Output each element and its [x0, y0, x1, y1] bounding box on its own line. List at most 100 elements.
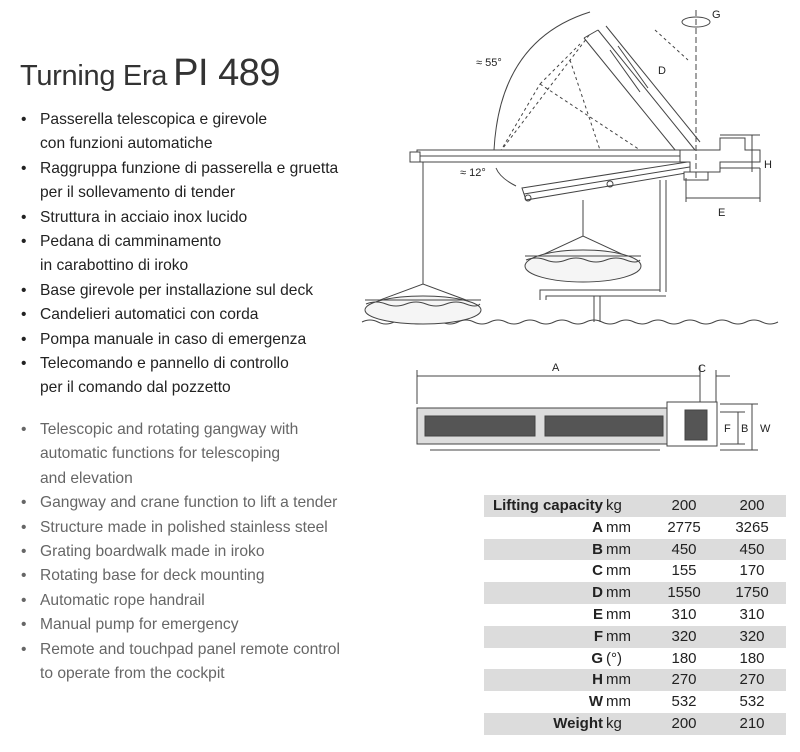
feature-it-item: Candelieri automatici con corda	[18, 303, 358, 327]
feature-en-item: Telescopic and rotating gangway with	[18, 418, 358, 442]
technical-diagram: ≈ 55° ≈ 12° G D H E A C F B W	[361, 9, 779, 451]
spec-row: W mm 532 532	[484, 691, 786, 713]
feature-it-item: per il sollevamento di tender	[40, 184, 236, 202]
feature-en-item: and elevation	[40, 469, 133, 487]
spec-value-1: 532	[650, 691, 718, 713]
spec-value-2: 210	[718, 712, 786, 735]
spec-label: C	[484, 560, 606, 583]
spec-row: G (°) 180 180	[484, 647, 786, 670]
dimension-d	[605, 25, 701, 143]
spec-unit: (°)	[606, 647, 650, 670]
feature-it-item: in carabottino di iroko	[40, 257, 189, 275]
spec-row: C mm 155 170	[484, 560, 786, 583]
spec-table: Lifting capacity kg 200 200 A mm 2775 32…	[484, 495, 786, 735]
spec-unit: mm	[606, 538, 650, 561]
spec-label: F	[484, 625, 606, 648]
f-label: F	[724, 423, 731, 435]
feature-it-item: Telecomando e pannello di controllo	[18, 352, 358, 376]
feature-en-item: Structure made in polished stainless ste…	[18, 516, 358, 540]
gangway-lowered	[521, 159, 705, 202]
spec-value-2: 270	[718, 669, 786, 692]
spec-value-2: 3265	[718, 516, 786, 539]
spec-unit: mm	[606, 582, 650, 604]
feature-en-item: Automatic rope handrail	[18, 589, 358, 613]
c-label: C	[698, 363, 706, 375]
feature-en-item: Gangway and crane function to lift a ten…	[18, 491, 358, 515]
spec-value-1: 320	[650, 625, 718, 648]
gangway-horizontal	[409, 149, 688, 163]
spec-value-2: 532	[718, 691, 786, 713]
spec-label: A	[484, 516, 606, 539]
spec-label: Lifting capacity	[484, 495, 606, 517]
tender-right	[524, 235, 642, 283]
g-label: G	[712, 9, 721, 21]
feature-it-item: Pompa manuale in caso di emergenza	[18, 328, 358, 352]
spec-value-1: 2775	[650, 516, 718, 539]
spec-unit: kg	[606, 712, 650, 735]
feature-it-item: Passerella telescopica e girevole	[18, 108, 358, 132]
spec-unit: kg	[606, 495, 650, 517]
spec-value-1: 450	[650, 538, 718, 561]
feature-en-item: Rotating base for deck mounting	[18, 564, 358, 588]
title-model: PI 489	[173, 52, 281, 94]
e-label: E	[718, 207, 725, 219]
spec-value-2: 180	[718, 647, 786, 670]
d-label: D	[658, 65, 666, 77]
spec-value-2: 310	[718, 603, 786, 626]
spec-row: E mm 310 310	[484, 603, 786, 626]
spec-value-1: 270	[650, 669, 718, 692]
feature-it-item: Base girevole per installazione sul deck	[18, 279, 358, 303]
feature-it-item: Raggruppa funzione di passerella e gruet…	[18, 157, 358, 181]
spec-unit: mm	[606, 560, 650, 583]
spec-label: W	[484, 691, 606, 713]
features-italian-list: Passerella telescopica e girevole con fu…	[18, 108, 358, 401]
spec-unit: mm	[606, 669, 650, 692]
spec-row: B mm 450 450	[484, 538, 786, 561]
spec-row: Weight kg 200 210	[484, 712, 786, 735]
spec-unit: mm	[606, 625, 650, 648]
spec-label: E	[484, 603, 606, 626]
spec-row: D mm 1550 1750	[484, 582, 786, 604]
feature-en-item: Remote and touchpad panel remote control	[18, 638, 358, 662]
spec-value-1: 310	[650, 603, 718, 626]
spec-value-1: 180	[650, 647, 718, 670]
spec-value-1: 155	[650, 560, 718, 583]
angle-up-label: ≈ 55°	[476, 57, 502, 69]
w-label: W	[760, 423, 771, 435]
spec-header-row: Lifting capacity kg 200 200	[484, 495, 786, 517]
spec-label: H	[484, 669, 606, 692]
deck-base	[679, 134, 761, 181]
spec-value-2: 200	[718, 495, 786, 517]
spec-value-2: 170	[718, 560, 786, 583]
feature-it-item: Struttura in acciaio inox lucido	[18, 206, 358, 230]
tender-left	[364, 283, 482, 325]
spec-value-2: 320	[718, 625, 786, 648]
gangway-raised	[583, 29, 696, 157]
spec-label: B	[484, 538, 606, 561]
b-label: B	[741, 423, 748, 435]
feature-it-item: per il comando dal pozzetto	[40, 379, 231, 397]
spec-unit: mm	[606, 691, 650, 713]
spec-row: A mm 2775 3265	[484, 516, 786, 539]
feature-en-item: Manual pump for emergency	[18, 613, 358, 637]
spec-row: F mm 320 320	[484, 625, 786, 648]
spec-label: D	[484, 582, 606, 604]
spec-value-1: 1550	[650, 582, 718, 604]
spec-value-1: 200	[650, 712, 718, 735]
feature-en-item: automatic functions for telescoping	[40, 445, 281, 463]
spec-value-2: 450	[718, 538, 786, 561]
rotation-arc	[493, 11, 591, 151]
feature-en-item: to operate from the cockpit	[40, 665, 225, 683]
rope-lines	[499, 29, 689, 153]
spec-value-1: 200	[650, 495, 718, 517]
top-view-gangway	[416, 401, 718, 451]
feature-en-item: Grating boardwalk made in iroko	[18, 540, 358, 564]
arc-down	[495, 167, 517, 187]
h-label: H	[764, 159, 772, 171]
title-prefix: Turning Era	[20, 60, 168, 92]
spec-row: H mm 270 270	[484, 669, 786, 692]
features-english-list: Telescopic and rotating gangway with aut…	[18, 418, 358, 686]
angle-down-label: ≈ 12°	[460, 167, 486, 179]
spec-unit: mm	[606, 516, 650, 539]
